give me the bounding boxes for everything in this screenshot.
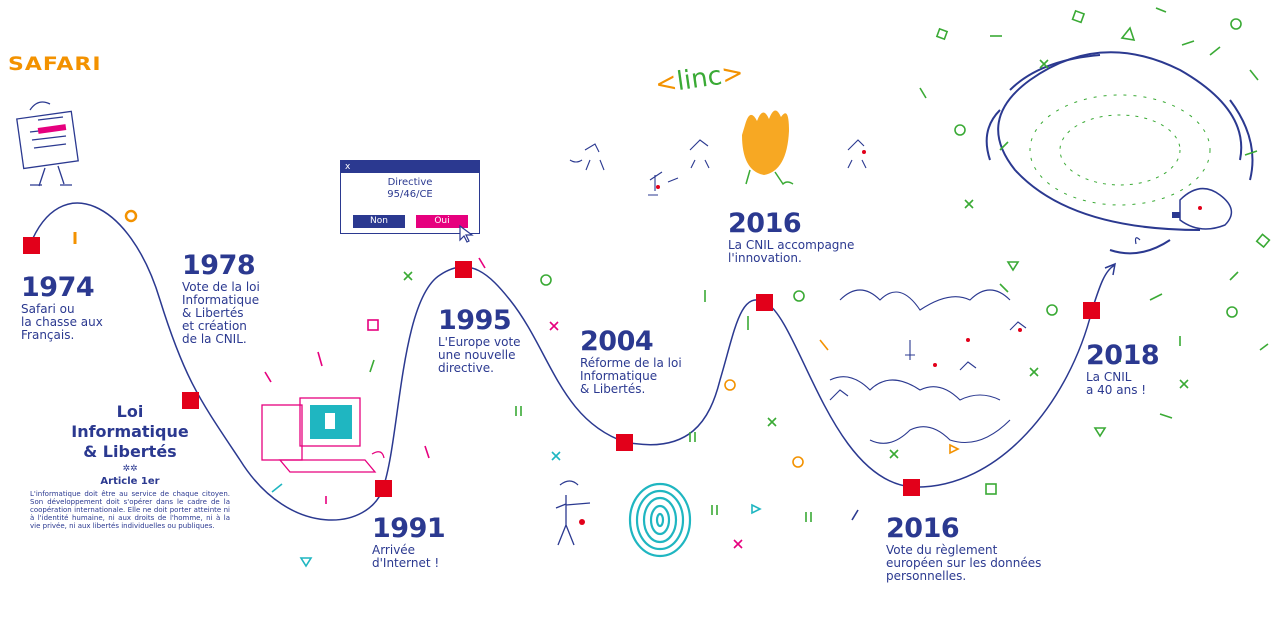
- milestone-text: La CNIL a 40 ans !: [1086, 370, 1147, 397]
- marker-2018: [1083, 302, 1100, 319]
- milestone-text: Réforme de la loi Informatique & Liberté…: [580, 356, 682, 396]
- galaxy-icon: [985, 51, 1254, 255]
- milestone-2016-innovation: 2016 La CNIL accompagne l'innovation.: [728, 208, 854, 265]
- marker-2016-innovation: [756, 294, 773, 311]
- milestone-text: Arrivée d'Internet !: [372, 543, 440, 570]
- law-title: Loi Informatique & Libertés: [71, 402, 189, 461]
- robot-doodles-icon: [569, 139, 867, 196]
- fingerprint-icon: [628, 482, 692, 558]
- milestone-1978: 1978 Vote de la loi Informatique & Liber…: [182, 250, 260, 346]
- milestone-year: 2016: [886, 513, 960, 544]
- milestone-year: 2016: [728, 208, 802, 239]
- linc-close-bracket: >: [719, 57, 746, 91]
- marker-2004: [616, 434, 633, 451]
- marker-1974: [23, 237, 40, 254]
- dialog-title-bar: x: [341, 161, 479, 173]
- marker-1995: [455, 261, 472, 278]
- milestone-text: Vote de la loi Informatique & Libertés e…: [182, 280, 260, 346]
- article-title: Article 1er: [100, 476, 160, 487]
- milestone-1991: 1991 Arrivée d'Internet !: [372, 513, 446, 570]
- safari-logo: SAFARI: [8, 53, 102, 76]
- marker-1978: [182, 392, 199, 409]
- confetti-decorations: [73, 7, 1271, 568]
- milestone-year: 1974: [21, 272, 95, 303]
- computer-icon: [261, 397, 385, 473]
- linc-word: linc: [674, 60, 724, 98]
- arrow-head-icon: [1104, 262, 1116, 276]
- non-button[interactable]: Non: [353, 215, 405, 228]
- oui-button[interactable]: Oui: [416, 215, 468, 228]
- close-icon[interactable]: x: [345, 162, 351, 172]
- milestone-year: 1978: [182, 250, 256, 281]
- milestone-text: Vote du règlement européen sur les donné…: [886, 543, 1042, 583]
- milestone-2016-rgpd: 2016 Vote du règlement européen sur les …: [886, 513, 1041, 583]
- directive-dialog: x Directive 95/46/CE Non Oui: [340, 160, 480, 234]
- milestone-text: L'Europe vote une nouvelle directive.: [438, 335, 521, 375]
- milestone-year: 1995: [438, 305, 512, 336]
- milestone-year: 2018: [1086, 340, 1160, 371]
- law-panel: Loi Informatique & Libertés ✲✲ Article 1…: [30, 402, 230, 530]
- milestone-1974: 1974 Safari ou la chasse aux Français.: [21, 272, 103, 342]
- milestone-2018: 2018 La CNIL a 40 ans !: [1086, 340, 1160, 397]
- linc-egg-icon: [742, 110, 794, 186]
- data-map-doodle-icon: [829, 289, 1027, 444]
- newspaper-reader-icon: [16, 101, 79, 187]
- marker-2016-rgpd: [903, 479, 920, 496]
- cursor-icon: [459, 224, 474, 243]
- milestone-2004: 2004 Réforme de la loi Informatique & Li…: [580, 326, 682, 396]
- milestone-text: La CNIL accompagne l'innovation.: [728, 238, 855, 265]
- milestone-1995: 1995 L'Europe vote une nouvelle directiv…: [438, 305, 521, 375]
- milestone-year: 1991: [372, 513, 446, 544]
- detective-doodle-icon: [555, 480, 591, 546]
- marker-1991: [375, 480, 392, 497]
- ornament-icon: ✲✲: [122, 464, 138, 474]
- milestone-text: Safari ou la chasse aux Français.: [21, 302, 103, 342]
- milestone-year: 2004: [580, 326, 654, 357]
- article-text: L'informatique doit être au service de c…: [30, 490, 230, 530]
- dialog-text: Directive 95/46/CE: [387, 177, 433, 200]
